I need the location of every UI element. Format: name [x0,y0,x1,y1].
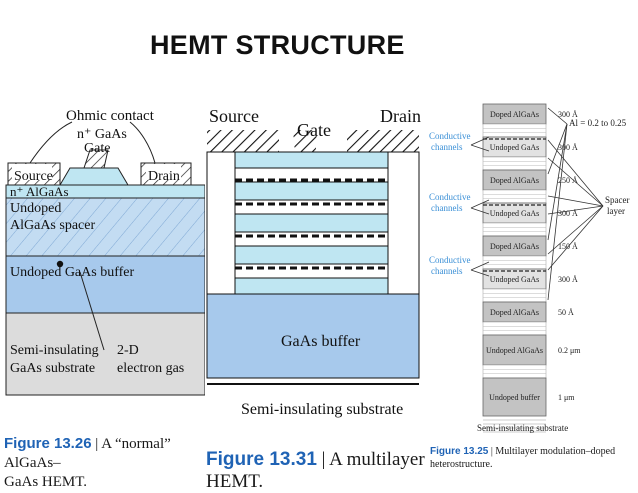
gate-contact [83,149,109,169]
gaas-substrate-label: GaAs substrate [10,361,95,376]
page-title: HEMT STRUCTURE [150,30,405,60]
figure-13-26-caption: Figure 13.26 | A “normal” AlGaAs– GaAs H… [4,434,204,492]
thickness-label-7: 50 Å [558,308,574,317]
layer-label-1: Doped AlGaAs [490,110,539,119]
ohmic-contact-label: Ohmic contact [66,108,155,124]
two-d-label: 2-D [117,343,139,358]
spacer-gap [482,156,547,171]
spacer-arrows [470,107,604,301]
gaas-buffer [5,255,205,314]
layer-stack-3: Doped AlGaAs 300 Å Undoped GaAs 300 Å Doped … [482,103,581,433]
spacer-gap [482,123,547,138]
n-gaas-label: n⁺ GaAs [77,127,127,142]
spacer-gap [482,364,547,379]
drain-contact-2 [347,130,419,152]
spacer-gap [482,222,547,237]
caption-text-line2: GaAs HEMT. [4,474,88,490]
conductive-channels-2b: channels [431,203,463,213]
buffer-label: Undoped GaAs buffer [10,265,134,280]
conductive-channels-1b: channels [431,142,463,152]
spacer-label: AlGaAs spacer [10,218,95,233]
layer-label-8: Undoped AlGaAs [486,346,543,355]
conductive-channels-1a: Conductive [429,131,471,141]
thickness-label-9: 1 μm [558,393,575,402]
figure-normal-hemt: Ohmic contact n⁺ GaAs Gate Source Drain … [5,100,205,402]
layer-9 [482,377,547,417]
gaas-buffer-label: GaAs buffer [281,333,361,350]
substrate-label-2: Semi-insulating substrate [241,401,403,418]
gaas-buffer-2 [206,293,420,379]
layer-label-6: Undoped GaAs [490,275,540,284]
thickness-label-8: 0.2 μm [558,346,581,355]
undoped-label: Undoped [10,201,61,216]
caption-text-3: | Multilayer modulation–doped [488,446,616,457]
drain-label: Drain [148,169,180,184]
spacer-gap [482,189,547,204]
layer-label-7: Doped AlGaAs [490,308,539,317]
thickness-label-2: 300 Å [558,143,578,152]
figure-13-25-caption: Figure 13.25 | Multilayer modulation–dop… [430,445,630,471]
caption-text: | A “normal” AlGaAs– [4,436,171,471]
figure-number-2: Figure 13.31 [206,449,317,470]
spacer-gap [482,255,547,270]
layer-label-5: Doped AlGaAs [490,242,539,251]
drain-label-2: Drain [380,106,421,126]
conductive-channels-3a: Conductive [429,255,471,265]
gaas-substrate [5,312,205,396]
layer-label-3: Doped AlGaAs [490,176,539,185]
source-label: Source [14,169,53,184]
conductive-channels-2a: Conductive [429,192,471,202]
spacer-gap [482,321,547,336]
figure-13-31-caption: Figure 13.31 | A multilayer HEMT. [206,449,426,493]
n-gaas-cap [59,167,129,186]
thickness-label-6: 300 Å [558,275,578,284]
spacer-label-3a: Spacer [605,195,630,205]
electron-gas-label: electron gas [117,361,184,376]
source-contact-2 [207,130,279,152]
figure-multilayer-heterostructure: Doped AlGaAs 300 Å Undoped GaAs 300 Å Doped … [429,103,630,433]
gate-label: Gate [84,141,110,156]
figure-multilayer-hemt: Source Gate Drain GaAs buffer Semi-insul… [206,106,421,418]
thickness-label-1: 300 Å [558,110,578,119]
layer-label-4: Undoped GaAs [490,209,540,218]
substrate-label-3: Semi-insulating substrate [477,423,568,433]
layer-label-2: Undoped GaAs [490,143,540,152]
source-label-2: Source [209,106,259,126]
thickness-label-4: 300 Å [558,209,578,218]
conductive-channels-3b: channels [431,266,463,276]
spacer-label-3b: layer [607,206,625,216]
thickness-label-3: 250 Å [558,176,578,185]
gate-label-2: Gate [297,120,331,140]
figure-number-3: Figure 13.25 [430,446,489,457]
al-note: Al = 0.2 to 0.25 [569,118,627,128]
semi-insulating-label: Semi-insulating [10,343,99,358]
spacer-gap [482,288,547,303]
n-algaas-label: n⁺ AlGaAs [10,184,69,199]
layer-stack [234,151,389,295]
layer-label-9: Undoped buffer [489,393,540,402]
caption-text-3-line2: heterostructure. [430,459,493,470]
figure-number: Figure 13.26 [4,435,92,452]
